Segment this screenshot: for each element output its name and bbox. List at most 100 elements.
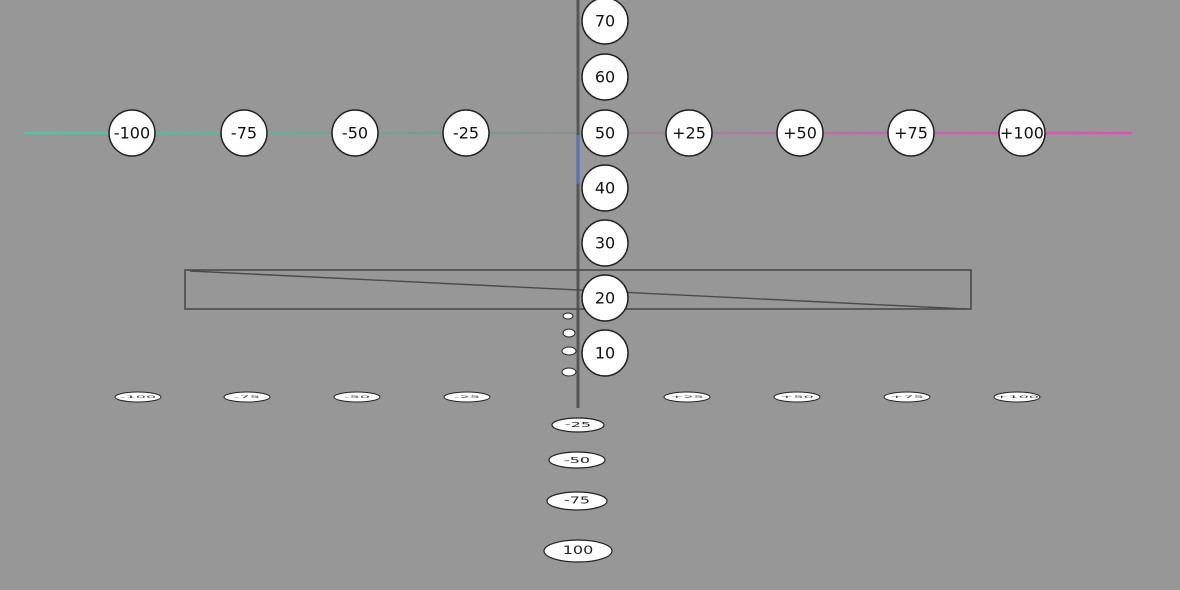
floor-x-ellipse [883,391,931,403]
vertical-axis-marker-circle [581,109,629,157]
vertical-axis-marker: 60 [581,53,629,101]
vertical-axis-marker-circle [581,0,629,45]
vertical-axis-marker: 30 [581,219,629,267]
vertical-axis-marker: 10 [581,329,629,377]
floor-z-label: -50 [564,455,590,464]
horizontal-axis-marker-circle [776,109,824,157]
floor-x-label: +25 [670,395,704,399]
floor-z-ellipse-circle [543,539,613,563]
floor-z-marker: 100 [543,539,613,563]
floor-x-ellipse-circle [773,391,821,403]
floor-x-marker: +75 [883,391,931,403]
overlay-diagonal [189,270,967,310]
horizontal-axis-marker-circle [442,109,490,157]
vertical-axis-marker-circle [581,53,629,101]
overlay-frame [184,269,972,310]
horizontal-axis-marker-label: +75 [894,124,928,143]
floor-x-ellipse-circle [993,391,1041,403]
horizontal-axis-marker: -75 [220,109,268,157]
vertical-axis-marker-label: 20 [595,289,615,308]
floor-x-marker: -100 [114,391,162,403]
floor-x-ellipse-circle [114,391,162,403]
small-tick-blob-circle [561,346,577,356]
vertical-axis-marker-label: 70 [595,12,615,31]
horizontal-axis-marker: +25 [665,109,713,157]
floor-x-markers: -100 -75 -50 -25 +25 +50 +75 +100 [114,391,1041,403]
floor-x-ellipse [663,391,711,403]
floor-x-label: -100 [120,395,156,399]
vertical-axis-marker-circle [581,219,629,267]
floor-x-label: +75 [890,395,924,399]
horizontal-axis-marker-label: +50 [783,124,817,143]
horizontal-axis-marker-circle [108,109,156,157]
vertical-axis-markers: 70 60 50 40 30 20 10 [581,0,629,377]
vertical-axis-marker: 20 [581,274,629,322]
floor-x-ellipse [114,391,162,403]
floor-x-ellipse-circle [883,391,931,403]
vertical-axis-marker-label: 40 [595,179,615,198]
floor-x-ellipse-circle [663,391,711,403]
floor-x-label: -75 [234,395,260,399]
vertical-axis-marker-label: 10 [595,344,615,363]
vertical-axis-marker-circle [581,329,629,377]
overlay-rectangle [184,269,972,310]
floor-x-marker: -50 [333,391,381,403]
small-tick-blob [561,367,577,377]
floor-x-marker: +50 [773,391,821,403]
floor-x-marker: +100 [993,391,1041,403]
floor-x-marker: -75 [223,391,271,403]
vertical-axis-marker-label: 30 [595,234,615,253]
floor-z-ellipse [548,451,606,469]
horizontal-axis-marker-label: -25 [453,124,479,143]
floor-x-label: +100 [995,395,1039,399]
horizontal-axis-marker: -100 [108,109,156,157]
floor-x-ellipse [443,391,491,403]
floor-z-label: -25 [565,421,591,429]
horizontal-axis-markers: -100 -75 -50 -25 +25 +50 +75 +100 [108,109,1046,157]
floor-x-ellipse [993,391,1041,403]
horizontal-axis-marker-circle [220,109,268,157]
horizontal-axis-marker-circle [887,109,935,157]
vertical-axis-marker-circle [581,164,629,212]
horizontal-axis-marker-label: -75 [231,124,257,143]
small-tick-blob [562,328,576,338]
floor-z-label: 100 [563,545,594,558]
floor-x-marker: +25 [663,391,711,403]
small-tick-blob-circle [561,367,577,377]
floor-z-marker: -75 [546,491,608,511]
horizontal-axis-marker-label: +100 [1000,124,1044,143]
vertical-axis-marker: 50 [581,109,629,157]
vertical-axis-marker: 70 [581,0,629,45]
horizontal-axis-marker-circle [998,109,1046,157]
small-tick-blob-circle [562,312,574,320]
horizontal-axis-marker-circle [665,109,713,157]
horizontal-axis-marker: +75 [887,109,935,157]
vertical-axis-marker: 40 [581,164,629,212]
floor-z-markers: -25 -50 -75 100 [543,417,613,563]
floor-z-ellipse [551,417,605,433]
horizontal-axis-marker: -25 [442,109,490,157]
floor-z-marker: -50 [548,451,606,469]
floor-x-ellipse [333,391,381,403]
floor-x-ellipse-circle [223,391,271,403]
horizontal-axis-marker: +50 [776,109,824,157]
horizontal-axis-marker: -50 [331,109,379,157]
small-tick-blob-circle [562,328,576,338]
floor-z-marker: -25 [551,417,605,433]
vertical-axis-marker-circle [581,274,629,322]
horizontal-axis-marker-label: +25 [672,124,706,143]
small-tick-blob [561,346,577,356]
floor-x-ellipse-circle [443,391,491,403]
horizontal-axis-marker-label: -100 [114,124,150,143]
floor-x-ellipse [773,391,821,403]
small-axis-ticks [561,312,577,377]
floor-z-label: -75 [564,496,590,507]
floor-x-ellipse [223,391,271,403]
floor-x-label: -50 [344,395,370,399]
small-tick-blob [562,312,574,320]
floor-x-label: +50 [780,395,814,399]
horizontal-axis-marker-circle [331,109,379,157]
floor-x-marker: -25 [443,391,491,403]
